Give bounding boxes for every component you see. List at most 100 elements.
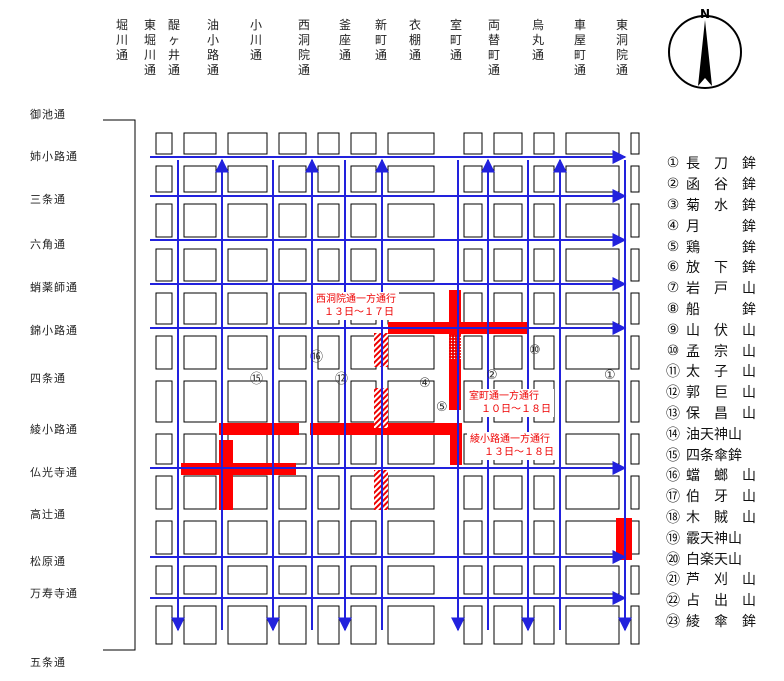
street-label-ew: 五条通 (30, 656, 66, 669)
city-block (493, 132, 523, 155)
street-label-ew: 松原通 (30, 555, 66, 568)
city-block (463, 165, 483, 193)
city-block (227, 475, 268, 510)
city-block (278, 605, 307, 645)
city-block (630, 132, 640, 155)
legend-number: ④ (666, 217, 680, 234)
city-block (183, 165, 217, 193)
city-block (278, 165, 307, 193)
city-block (463, 132, 483, 155)
street-label-ew: 御池通 (30, 108, 66, 121)
legend-name: 霰天神山 (686, 530, 742, 547)
city-block (183, 335, 217, 370)
street-map (103, 119, 640, 651)
legend-number: ⑪ (666, 364, 680, 381)
street-label-ns: 醍ヶ井通 (167, 18, 180, 77)
street-label-ew: 錦小路通 (30, 324, 78, 337)
note-ayanokoji: 綾小路通一方通行 １３日～１８日 (467, 432, 557, 460)
city-block (227, 433, 268, 465)
street-label-ns: 室町通 (449, 18, 462, 62)
city-block (630, 335, 640, 370)
city-block (350, 520, 377, 555)
city-block (387, 335, 435, 370)
city-block (565, 165, 620, 193)
city-block (630, 165, 640, 193)
city-block (630, 380, 640, 423)
city-block (387, 475, 435, 510)
city-block (533, 248, 555, 282)
city-block (183, 605, 217, 645)
legend-name: 木 賊 山 (686, 509, 756, 526)
street-label-ns: 西洞院通 (297, 18, 310, 77)
city-block (350, 132, 377, 155)
city-block (350, 165, 377, 193)
city-block (278, 565, 307, 595)
city-block (387, 165, 435, 193)
legend-number: ⑱ (666, 509, 680, 526)
legend-number: ㉒ (666, 593, 680, 610)
city-block (155, 203, 173, 238)
legend-number: ⑦ (666, 280, 680, 297)
legend-number: ⑭ (666, 426, 680, 443)
city-block (533, 203, 555, 238)
legend-number: ⑰ (666, 489, 680, 506)
city-block (227, 335, 268, 370)
legend-number: ③ (666, 196, 680, 213)
street-label-ew: 高辻通 (30, 508, 66, 521)
procession-routes (181, 290, 632, 560)
city-block (278, 203, 307, 238)
city-block (463, 248, 483, 282)
street-label-ns: 両替町通 (487, 18, 500, 77)
map-float-number: ⑮ (250, 372, 264, 387)
city-block (493, 475, 523, 510)
legend-number: ⑧ (666, 300, 680, 317)
map-float-number: ① (604, 368, 616, 383)
city-block (227, 565, 268, 595)
city-block (317, 520, 340, 555)
city-block (155, 605, 173, 645)
city-block (630, 605, 640, 645)
city-block (493, 203, 523, 238)
city-block (533, 165, 555, 193)
city-blocks (103, 119, 640, 651)
street-label-ns: 新町通 (374, 18, 387, 62)
city-block (155, 335, 173, 370)
city-block (227, 605, 268, 645)
street-label-ew: 万寿寺通 (30, 587, 78, 600)
city-block (317, 203, 340, 238)
city-block (630, 203, 640, 238)
city-block (317, 165, 340, 193)
legend-number: ⑩ (666, 342, 680, 359)
legend-number: ⑫ (666, 385, 680, 402)
route-segment (219, 423, 299, 435)
map-float-number: ⑤ (436, 400, 448, 415)
city-block (155, 565, 173, 595)
city-block (630, 433, 640, 465)
city-block (565, 335, 620, 370)
city-block (387, 605, 435, 645)
city-block (565, 132, 620, 155)
city-block (387, 380, 435, 423)
city-block (155, 165, 173, 193)
legend-number: ⑥ (666, 259, 680, 276)
street-label-ns: 東堀川通 (143, 18, 156, 77)
city-block (227, 380, 268, 423)
legend-number: ⑲ (666, 530, 680, 547)
city-block (493, 565, 523, 595)
city-block (155, 380, 173, 423)
city-block (493, 520, 523, 555)
legend-number: ⑮ (666, 447, 680, 464)
street-label-ns: 衣棚通 (408, 18, 421, 62)
city-block (317, 433, 340, 465)
city-block (565, 475, 620, 510)
